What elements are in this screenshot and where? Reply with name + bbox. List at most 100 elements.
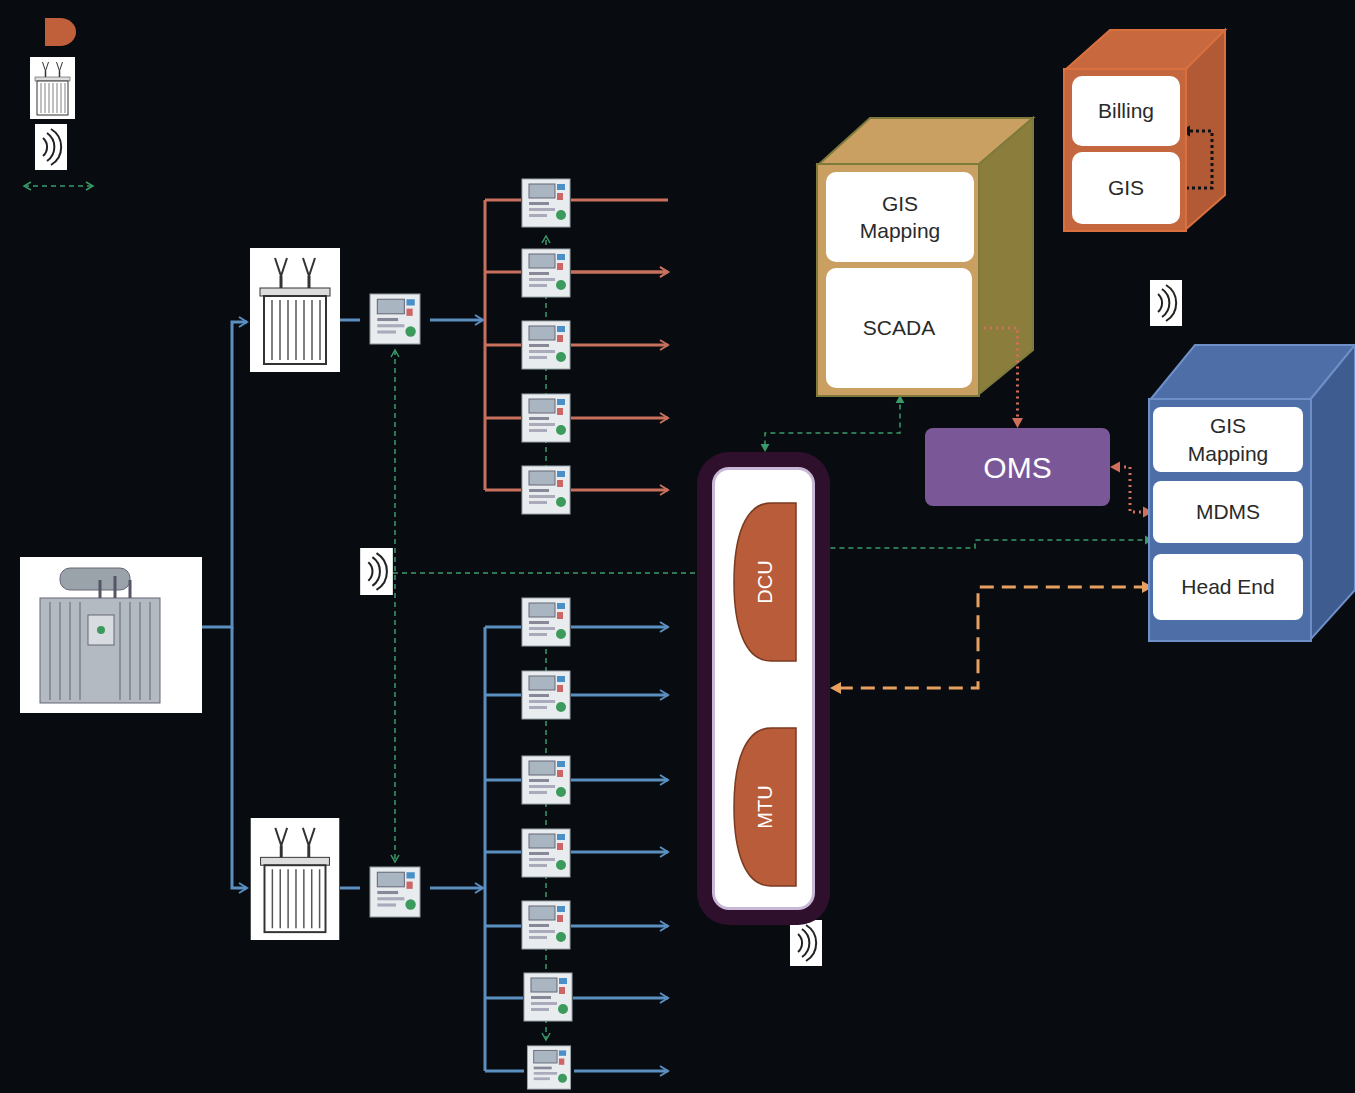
unit-housing: DCU MTU [715, 470, 812, 907]
meters-part [522, 466, 570, 514]
big-transformer [20, 557, 202, 713]
arrow-head [1110, 462, 1120, 473]
box-label: GIS [1108, 174, 1144, 201]
system-box: OMS [925, 428, 1110, 506]
power-wires-part [573, 997, 668, 1000]
wireless-icons-part [790, 920, 822, 966]
box-label: Head End [1181, 573, 1274, 600]
power-wires-part [340, 887, 360, 890]
server-cabinet: BillingGIS [1065, 70, 1185, 230]
module-box: MDMS [1153, 481, 1303, 543]
meters-part [522, 179, 570, 227]
box-label: Billing [1098, 97, 1154, 124]
connector [972, 324, 1023, 428]
big-transformer-part [20, 557, 202, 713]
box-label: MDMS [1196, 498, 1260, 525]
radio-links [393, 236, 712, 1040]
power-wires [202, 200, 668, 1071]
transformers-part [250, 248, 340, 372]
power-wires-part [571, 779, 668, 782]
meters-part [524, 973, 572, 1021]
connector [830, 581, 1153, 694]
box-faces [818, 30, 1355, 640]
power-wires-part [574, 1070, 668, 1073]
unit-outline-path [734, 728, 796, 886]
legend-symbols-part [24, 185, 93, 187]
box-faces-part [978, 118, 1033, 395]
legend-symbols-part [35, 124, 67, 170]
power-wires-part [571, 489, 668, 492]
transformers-part [251, 818, 340, 940]
box-label: GIS Mapping [848, 190, 952, 245]
power-wires-part [571, 344, 668, 347]
power-wires-part [571, 417, 668, 420]
arrow-head [896, 395, 905, 403]
legend-symbols-part [30, 57, 75, 119]
arrow-head [830, 682, 841, 694]
meters [370, 179, 572, 1089]
meters-part [522, 756, 570, 804]
meters-part [522, 321, 570, 369]
connector [761, 395, 905, 452]
power-wires-part [571, 694, 668, 697]
meters-part [522, 249, 570, 297]
box-faces-part [1310, 345, 1355, 640]
connector-line [765, 401, 900, 445]
arrow-head [1012, 418, 1023, 428]
module-box: Head End [1153, 554, 1303, 620]
connector [797, 536, 1153, 553]
meters-part [522, 671, 570, 719]
unit-shape: MTU [733, 727, 797, 887]
module-box: GIS [1072, 152, 1180, 224]
big-transformer-part [97, 626, 105, 634]
power-wires-part [340, 319, 360, 322]
box-label: SCADA [863, 314, 935, 341]
legend-symbols-part [45, 18, 76, 46]
power-wires-part [485, 627, 524, 1071]
connector-line [803, 540, 1146, 548]
arrow-head [761, 444, 770, 452]
power-wires-part [430, 319, 483, 322]
unit-outline-path [734, 503, 796, 661]
module-box: GIS Mapping [1153, 407, 1303, 472]
meters-part [522, 394, 570, 442]
meters-part [370, 867, 420, 917]
connector-line [1118, 467, 1145, 512]
power-wires-part [232, 627, 247, 888]
meters-part [522, 901, 570, 949]
power-wires-part [485, 200, 521, 490]
legend-symbols [24, 18, 93, 186]
wireless-icons-part [1150, 280, 1182, 326]
box-label: OMS [983, 448, 1051, 487]
power-wires-part [430, 887, 483, 890]
module-box: GIS Mapping [826, 172, 974, 262]
connector [1110, 462, 1153, 518]
big-transformer-part [100, 576, 130, 598]
box-label: GIS Mapping [1173, 412, 1283, 467]
power-wires-part [202, 322, 247, 627]
wireless-icons [360, 280, 1182, 966]
module-box: Billing [1072, 76, 1180, 146]
meters-part [522, 829, 570, 877]
wireless-icons-part [360, 548, 393, 595]
radio-links-part [394, 350, 396, 862]
box-label: MTU [752, 785, 778, 828]
big-transformer-part [50, 602, 150, 700]
meters-part [522, 598, 570, 646]
server-cabinet: GIS MappingMDMS Head End [1150, 400, 1310, 640]
unit-shape: DCU [733, 502, 797, 662]
connector-line [972, 328, 1018, 420]
meters-part [527, 1046, 570, 1089]
connector-line [839, 587, 1144, 688]
transformers [250, 248, 340, 940]
power-wires-part [571, 271, 668, 274]
module-box: SCADA [826, 268, 972, 388]
power-wires-part [571, 925, 668, 928]
big-transformer-part [40, 598, 160, 703]
big-transformer-part [60, 568, 130, 590]
server-cabinet: GIS MappingSCADA [818, 165, 978, 395]
power-wires-part [571, 200, 668, 272]
power-wires-part [571, 851, 668, 854]
radio-links-part [393, 572, 712, 574]
